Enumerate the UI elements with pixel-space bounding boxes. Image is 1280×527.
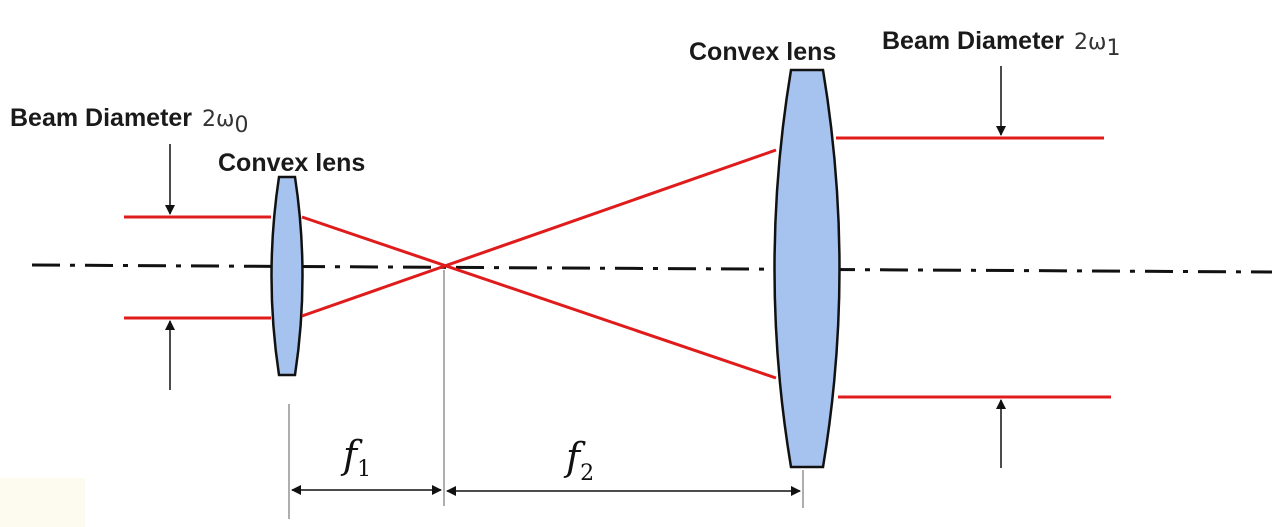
input-beam: [124, 215, 271, 320]
ray-upper-to-lower: [301, 215, 777, 380]
f1-label: f1: [340, 433, 371, 482]
f2-label: f2: [563, 435, 594, 486]
convex-lens-2: [773, 68, 841, 469]
crossing-rays: [301, 148, 777, 380]
optical-axis: [31, 263, 1273, 274]
output-beam: [836, 136, 1111, 399]
ray-lower-to-upper: [301, 148, 777, 318]
corner-tint: [0, 478, 85, 527]
convex-lens-1-label: Convex lens: [218, 149, 365, 177]
convex-lens-2-label: Convex lens: [689, 38, 836, 66]
convex-lens-1: [270, 175, 304, 377]
